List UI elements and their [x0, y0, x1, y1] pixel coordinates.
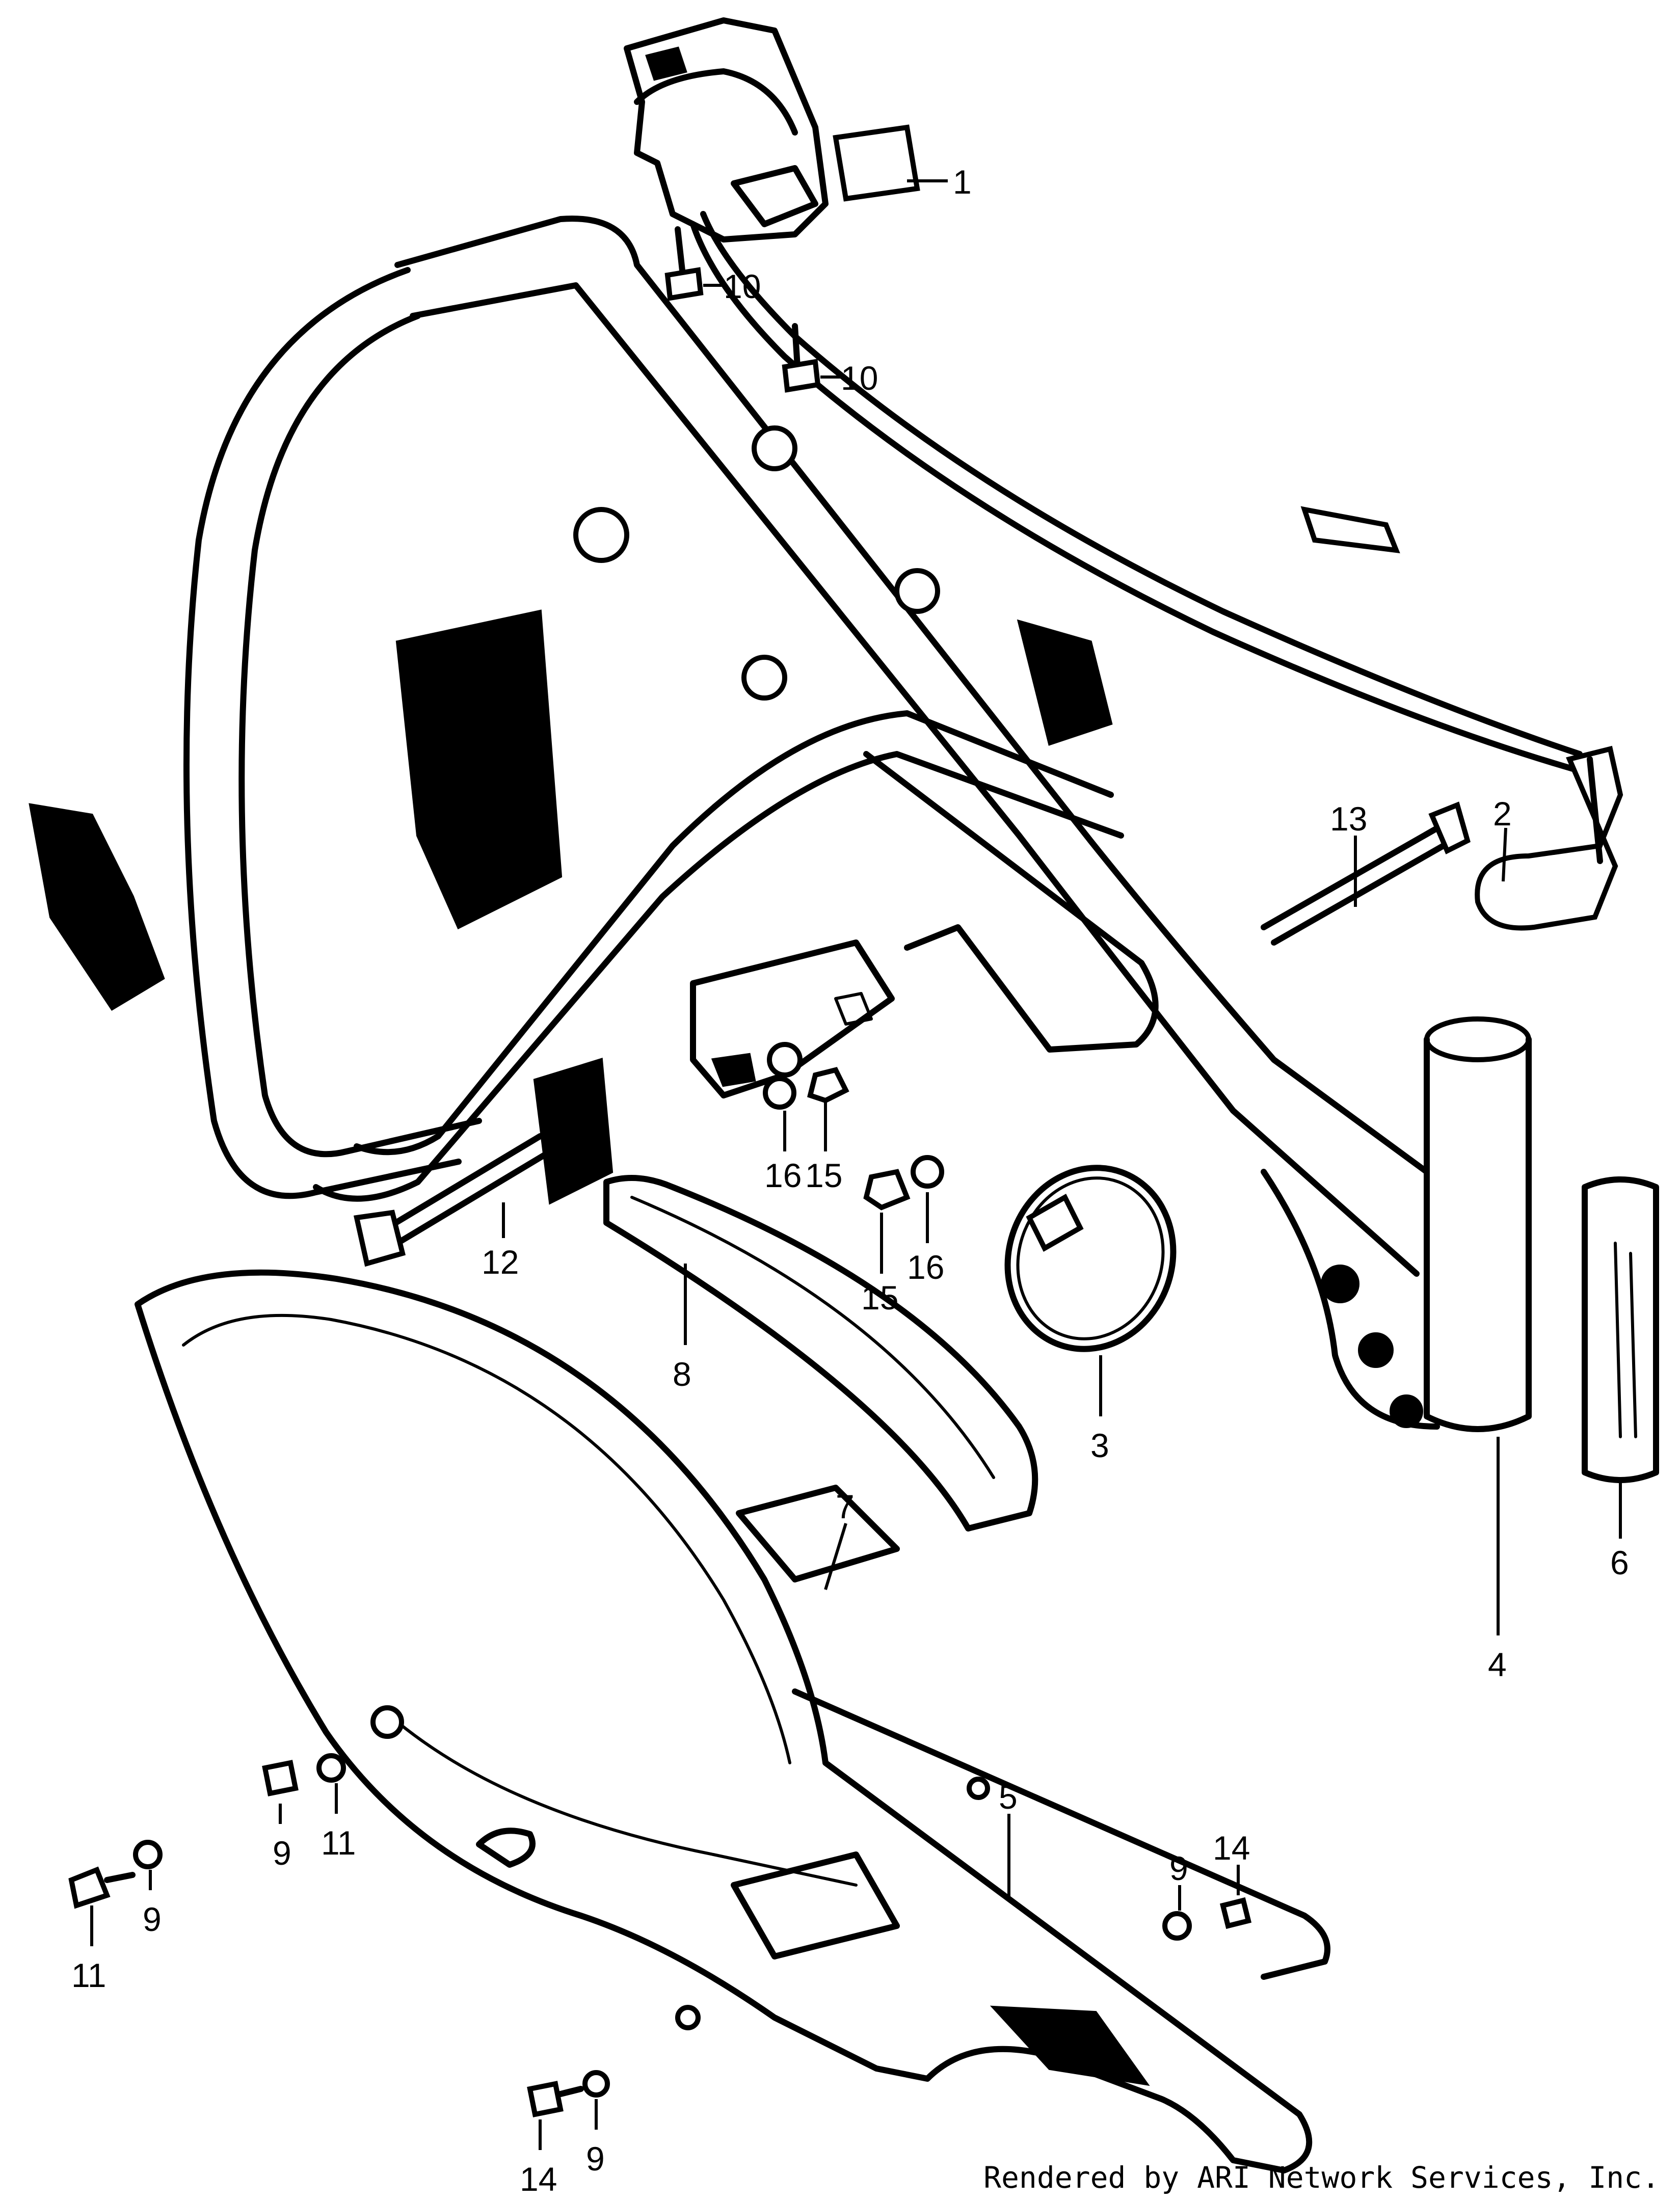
- callout-14-right: 14: [1213, 1829, 1250, 1867]
- callout-6: 6: [1610, 1544, 1629, 1581]
- callout-9-left-lower: 9: [143, 1900, 162, 1938]
- rear-fender: [135, 1269, 1330, 2173]
- callout-10-upper: 10: [724, 267, 761, 305]
- motorcycle-frame: [29, 216, 1430, 1277]
- head-tube-sleeve: [1582, 1176, 1659, 1483]
- callout-14-bottom: 14: [520, 2160, 557, 2198]
- callout-15-lower: 15: [861, 1279, 898, 1317]
- credit-text: Rendered by ARI Network Services, Inc.: [983, 2160, 1660, 2195]
- rubber-strip: [603, 1175, 1038, 1532]
- callout-9-left-upper: 9: [273, 1834, 291, 1872]
- callout-4: 4: [1488, 1646, 1507, 1683]
- callout-10-lower: 10: [841, 359, 878, 397]
- callout-11-left-upper: 11: [321, 1824, 356, 1862]
- fasteners: [68, 226, 1471, 2117]
- callout-8: 8: [673, 1355, 691, 1393]
- callout-16-lower: 16: [907, 1248, 944, 1286]
- leader-lines: [90, 179, 1622, 2150]
- spark-plug-cap: [1475, 745, 1623, 931]
- callout-12: 12: [482, 1243, 519, 1281]
- hose-clamp: [1004, 1165, 1177, 1352]
- callout-9-bottom: 9: [586, 2140, 605, 2178]
- callout-9-right: 9: [1169, 1849, 1188, 1887]
- callout-15-upper: 15: [805, 1157, 842, 1194]
- label-plate: [736, 1485, 900, 1582]
- callout-3: 3: [1090, 1427, 1109, 1464]
- ignition-coil: [624, 17, 1583, 772]
- head-tube: [1261, 1016, 1532, 1432]
- callout-16-upper: 16: [764, 1157, 802, 1194]
- callout-2: 2: [1493, 795, 1512, 833]
- callout-labels: 1 2 3 4 5 6 7 8 9 9 9 9 10 10 11 11 12 1…: [71, 163, 1629, 2198]
- callout-7: 7: [836, 1488, 855, 1525]
- callout-1: 1: [953, 163, 972, 201]
- callout-11-left-lower: 11: [71, 1956, 106, 1994]
- callout-13: 13: [1330, 800, 1367, 838]
- callout-5: 5: [999, 1778, 1018, 1816]
